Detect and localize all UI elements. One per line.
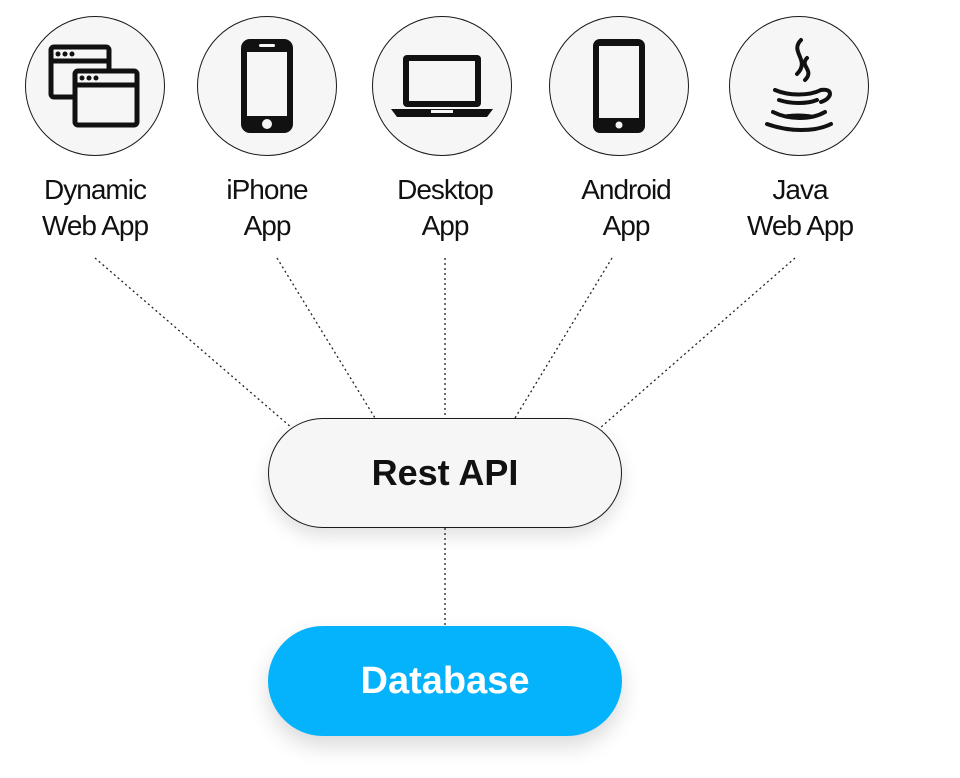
database-node: Database	[268, 626, 622, 736]
connector-java-web-app	[599, 257, 796, 429]
iphone-app-label: iPhone App	[226, 174, 308, 241]
iphone-app-node	[197, 16, 337, 156]
android-phone-icon	[593, 39, 645, 133]
android-app-node	[549, 16, 689, 156]
browser-windows-icon	[48, 44, 140, 128]
java-web-app-node	[729, 16, 869, 156]
dynamic-web-app-node	[25, 16, 165, 156]
rest-api-label: Rest API	[371, 452, 519, 493]
rest-api-node: Rest API	[268, 418, 622, 528]
android-app-label: Android App	[581, 174, 672, 241]
java-logo-icon	[765, 38, 833, 132]
desktop-app-label: Desktop App	[397, 174, 494, 241]
iphone-icon	[241, 39, 293, 133]
database-label: Database	[360, 659, 530, 702]
java-web-app-label: Java Web App	[746, 174, 854, 241]
connector-iphone-app	[276, 257, 376, 419]
dynamic-web-app-label: Dynamic Web App	[41, 174, 149, 241]
desktop-app-node	[372, 16, 512, 156]
connector-dynamic-web-app	[94, 257, 293, 429]
connector-android-app	[514, 257, 613, 419]
laptop-icon	[391, 55, 493, 117]
